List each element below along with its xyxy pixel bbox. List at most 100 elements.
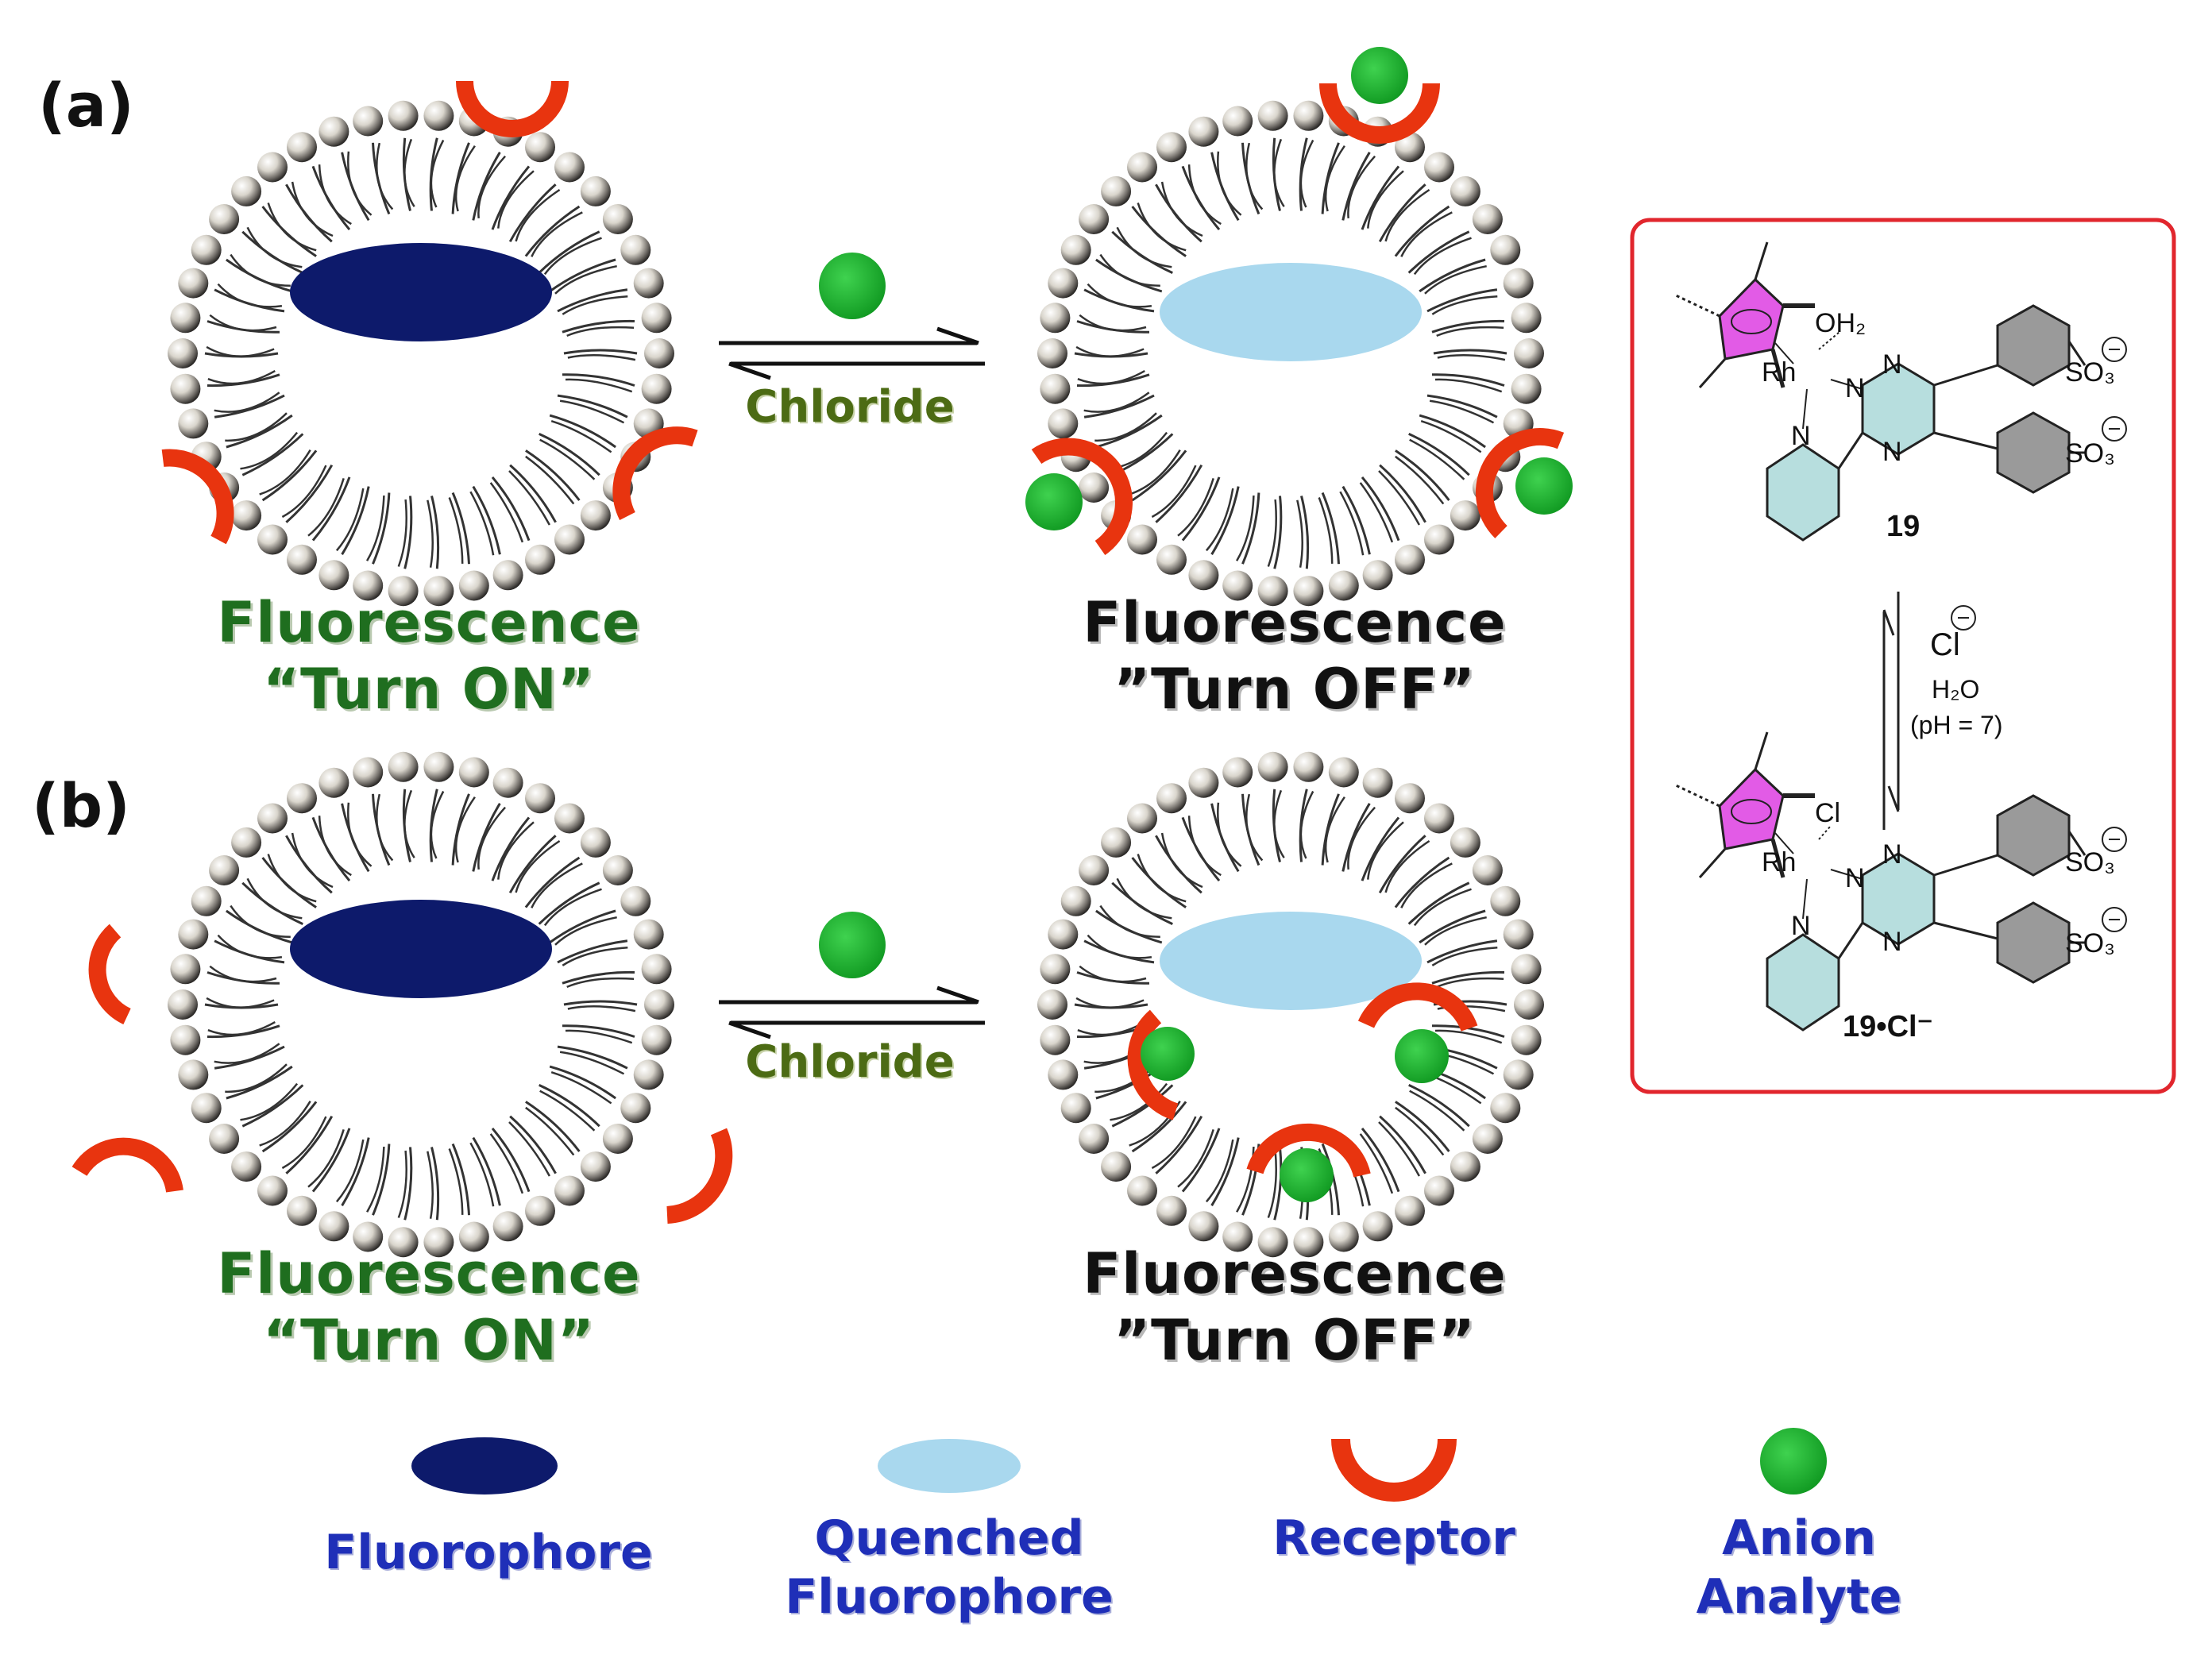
lipid-tail (525, 455, 575, 505)
lipid-tail (567, 354, 636, 361)
lipid-tail (1409, 438, 1465, 480)
lipid-tail (1273, 1147, 1283, 1221)
lipid-head (1156, 1195, 1187, 1226)
lipid-tail (1210, 486, 1240, 555)
lipid-tail (1409, 1090, 1465, 1132)
lipid-tail (1273, 496, 1283, 569)
lipid-head (231, 1151, 262, 1182)
lipid-tail (1187, 164, 1222, 226)
lipid-head (525, 1195, 555, 1226)
lipid-tail (491, 1127, 531, 1193)
lipid-head (1450, 827, 1480, 858)
lipid-tail (207, 1024, 280, 1039)
lipid-tail (318, 164, 352, 226)
lipid-head (633, 919, 664, 950)
ligand-cl: Cl (1815, 798, 1841, 828)
lipid-tail (291, 832, 334, 889)
lipid-tail (508, 470, 550, 526)
reagent-water: H₂O (1932, 675, 1980, 704)
lipid-tail (427, 1151, 434, 1219)
lipid-tail (335, 1139, 365, 1203)
fluorophore-core (290, 900, 552, 998)
lipid-head (1079, 855, 1110, 885)
lipid-head (231, 175, 262, 206)
lipid-head (1037, 338, 1067, 368)
lipid-tail (562, 295, 628, 315)
lipid-head (1328, 570, 1359, 601)
lipid-tail (318, 816, 352, 877)
lipid-head (1101, 175, 1132, 206)
lipid-tail (1321, 142, 1340, 214)
lipid-tail (1431, 295, 1498, 315)
lipid-tail (562, 1024, 635, 1038)
lipid-tail (1083, 394, 1155, 418)
lipid-tail (562, 970, 635, 985)
lipid-tail (1076, 373, 1150, 388)
lipid-tail (1384, 188, 1430, 242)
lipid-tail (1413, 237, 1472, 276)
lipid-tail (1267, 1150, 1277, 1218)
lipid-tail (497, 170, 535, 229)
lipid-head (353, 570, 384, 601)
state-label-a-on: Fluorescence “Turn ON” (175, 589, 683, 723)
lipid-head (388, 1227, 419, 1258)
lipid-tail (1273, 138, 1285, 207)
reagent-ph: (pH = 7) (1910, 711, 2003, 739)
lipid-head (1362, 560, 1393, 591)
lipid-tail (226, 1065, 293, 1100)
lipid-head (1060, 885, 1091, 916)
state-label-a-off: Fluorescence ”Turn OFF” (1040, 589, 1549, 723)
lipid-tail (1155, 464, 1203, 523)
reagent-cl: Cl (1930, 627, 1960, 662)
receptor-free-top-a (456, 80, 569, 137)
lipid-tail (1205, 488, 1234, 552)
lipid-tail (366, 1146, 385, 1213)
lipid-tail (347, 151, 373, 216)
fluorophore-core (290, 243, 552, 341)
structure-19 (1675, 241, 2087, 542)
lipid-tail (261, 1101, 318, 1153)
lipid-head (602, 204, 633, 234)
lipid-head (1490, 885, 1521, 916)
panel-label-a: (a) (38, 70, 134, 141)
lipid-head (1450, 1151, 1480, 1182)
lipid-head (1060, 234, 1091, 265)
lipid-tail (567, 1005, 636, 1012)
lipid-head (168, 338, 198, 368)
lipid-head (1048, 1059, 1079, 1090)
lipid-head (1079, 1124, 1110, 1154)
lipid-head (1424, 1175, 1454, 1206)
state-label-b-on-line1: Fluorescence (217, 1241, 641, 1306)
lipid-head (1450, 175, 1480, 206)
lipid-tail (1431, 373, 1505, 387)
lipid-tail (472, 803, 501, 872)
lipid-tail (1095, 909, 1163, 944)
lipid-tail (554, 264, 617, 295)
lipid-tail (241, 881, 303, 925)
lipid-head (458, 757, 489, 788)
lipid-tail (1347, 806, 1376, 870)
lipid-head (1127, 152, 1157, 183)
lipid-tail (451, 492, 470, 565)
lipid-tail (226, 414, 293, 449)
lipid-head (1293, 100, 1324, 131)
lipid-head (458, 1221, 489, 1252)
lipid-tail (1241, 492, 1260, 565)
lipid-tail (1095, 414, 1163, 449)
lipid-tail (1210, 1137, 1240, 1206)
lipid-head (1511, 1024, 1542, 1055)
so3-top-2: SO₃ (2065, 438, 2115, 469)
lipid-head (1511, 303, 1542, 334)
lipid-head (1156, 783, 1187, 814)
receptor-free-right-a (612, 426, 698, 520)
lipid-tail (311, 1128, 351, 1193)
lipid-tail (267, 202, 317, 252)
lipid-head (178, 1059, 209, 1090)
lipid-tail (1236, 1146, 1255, 1213)
lipid-tail (1151, 1116, 1197, 1170)
receptor-bound-right-b (1357, 982, 1478, 1083)
lipid-head (525, 132, 555, 163)
lipid-head (641, 303, 672, 334)
n-pyridine-top: N (1791, 421, 1811, 451)
lipid-head (1040, 303, 1071, 334)
